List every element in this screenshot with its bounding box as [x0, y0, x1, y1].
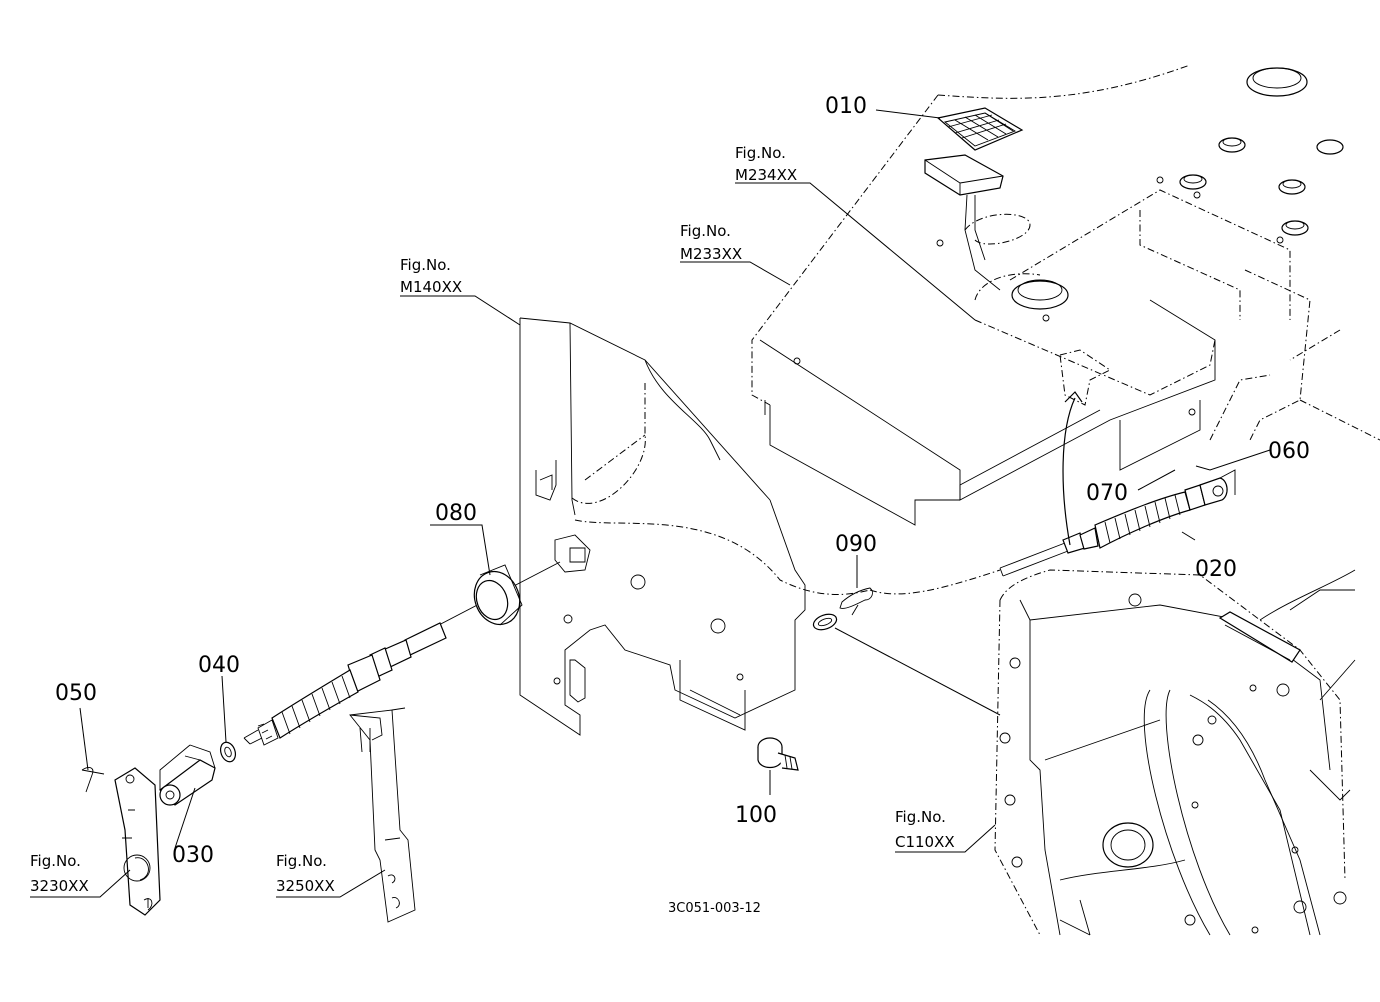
bolt — [757, 737, 799, 771]
figure-references: Fig.No. M234XX Fig.No. M233XX Fig.No. M1… — [30, 144, 955, 895]
fig-ref-m140: M140XX — [400, 278, 462, 296]
fig-ref-m234: M234XX — [735, 166, 797, 184]
callout-020: 020 — [1195, 557, 1237, 582]
cover-panel — [519, 317, 871, 736]
callout-080: 080 — [435, 501, 477, 526]
fig-ref-m233: M233XX — [680, 245, 742, 263]
diagram-code: 3C051-003-12 — [668, 901, 761, 916]
fig-ref-c110: C110XX — [895, 833, 955, 851]
callout-030: 030 — [172, 843, 214, 868]
callout-010: 010 — [825, 94, 867, 119]
fig-ref-3250: 3250XX — [276, 877, 335, 895]
callout-100: 100 — [735, 803, 777, 828]
fig-prefix-m233: Fig.No. — [680, 222, 731, 240]
fig-prefix-3230: Fig.No. — [30, 852, 81, 870]
callout-050: 050 — [55, 681, 97, 706]
callout-labels: 010 020 030 040 050 060 070 080 090 100 — [55, 94, 1310, 868]
callout-040: 040 — [198, 653, 240, 678]
grommet — [473, 564, 523, 626]
throttle-cable — [243, 391, 1236, 746]
callout-060: 060 — [1268, 439, 1310, 464]
pedal-pad — [924, 107, 1031, 291]
callout-070: 070 — [1086, 481, 1128, 506]
lever-arm — [349, 707, 416, 923]
leader-lines — [30, 109, 1271, 898]
step-panel — [751, 64, 1380, 526]
clutch-housing — [994, 569, 1356, 936]
fig-ref-3230: 3230XX — [30, 877, 89, 895]
fig-prefix-c110: Fig.No. — [895, 808, 946, 826]
clevis-assembly — [81, 741, 237, 916]
fig-prefix-3250: Fig.No. — [276, 852, 327, 870]
fig-prefix-m234: Fig.No. — [735, 144, 786, 162]
fig-prefix-m140: Fig.No. — [400, 256, 451, 274]
callout-090: 090 — [835, 532, 877, 557]
cable-clip — [812, 587, 873, 631]
